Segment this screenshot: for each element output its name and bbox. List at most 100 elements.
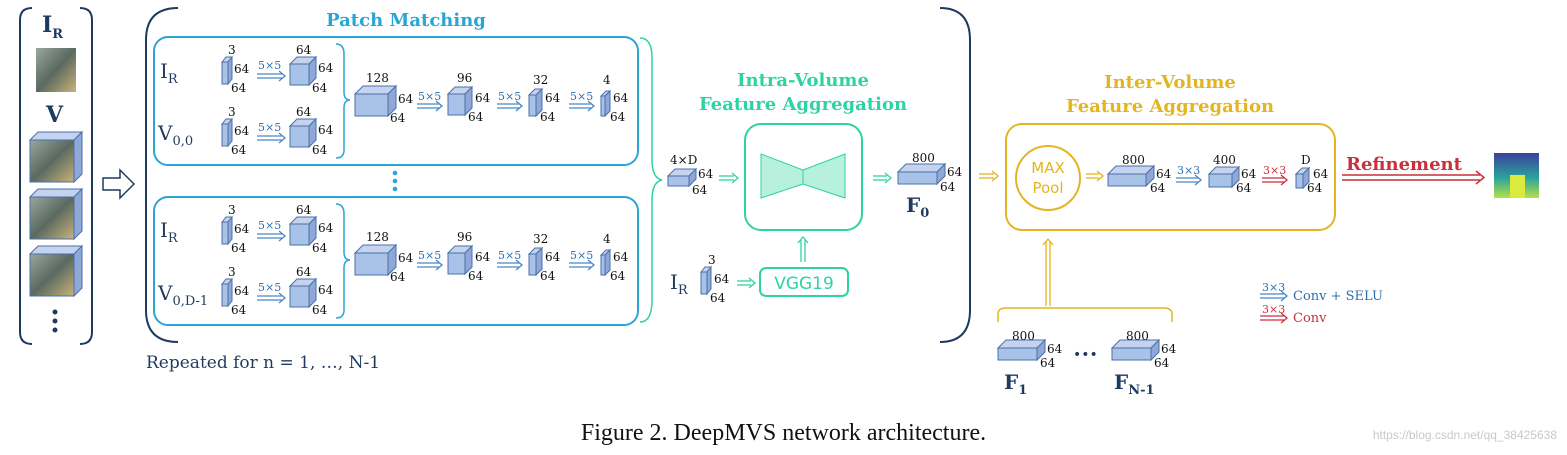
channel-label: 64 [1241,167,1257,181]
channel-label: 64 [234,62,250,76]
channel-label: 64 [398,92,414,106]
dim-label: 800 [1122,153,1145,167]
intra-title-line1: Intra-Volume [737,70,869,91]
dim-label: 128 [366,71,389,85]
feature-block-128 [353,84,398,118]
feature-block-128 [353,243,398,277]
dim-label: 32 [533,73,548,87]
patch-matching-title: Patch Matching [326,10,486,31]
dim-label: 32 [533,232,548,246]
dim-label: 800 [1126,329,1149,343]
thin-input-block [699,265,713,296]
channel-label: 64 [231,303,247,317]
row-label-v00: V0,0 [157,121,193,149]
volume-image [28,244,84,298]
conv-arrow-icon [1262,174,1289,186]
watermark: https://blog.csdn.net/qq_38425638 [1372,428,1557,442]
channel-label: 3 [228,203,236,217]
channel-label: 64 [545,250,561,264]
channel-label: 64 [692,183,708,197]
conv-arrow-icon [417,100,444,112]
channel-label: 64 [613,91,629,105]
kernel-label: 5×5 [498,90,521,103]
cube-block [288,117,318,149]
channel-label: 64 [318,283,334,297]
channel-label: 64 [1313,167,1329,181]
dim-label: 96 [457,71,472,85]
channel-label: 64 [940,180,956,194]
svg-text:VGG19: VGG19 [774,274,834,294]
feature-block-96 [446,244,474,276]
kernel-label: 5×5 [258,59,281,72]
channel-label: 64 [318,221,334,235]
dim-label: 4 [603,232,611,246]
conv-arrow-icon [1260,312,1289,324]
conv-arrow-icon [257,292,287,304]
intra-input-block [666,167,698,188]
channel-label: 3 [708,253,716,267]
fn-block [1110,338,1161,362]
legend-conv: Conv [1293,311,1327,326]
aggregation-box [744,123,863,231]
channel-label: 64 [231,143,247,157]
channel-label: 64 [468,269,484,283]
volume-stack [28,130,84,298]
patch-matching-upper-box [153,36,639,166]
merge-brace [639,37,663,323]
channel-label: 64 [318,61,334,75]
channel-label: 3 [228,43,236,57]
encoder-decoder-icon [802,153,846,199]
thin-input-block [220,277,234,308]
f1-block [996,338,1047,362]
kernel-label: 5×5 [570,249,593,262]
channel-label: 64 [545,91,561,105]
inter-title-line2: Feature Aggregation [1066,96,1274,117]
dim-label: 96 [457,230,472,244]
kernel-label: 5×5 [570,90,593,103]
dim-label: 800 [1012,329,1035,343]
conv-arrow-icon [569,259,596,271]
input-v-label: V [45,102,64,128]
channel-label: 64 [1236,181,1252,195]
cube-block [288,55,318,87]
channel-label: 64 [468,110,484,124]
kernel-label: 5×5 [418,249,441,262]
channel-label: 64 [540,269,556,283]
channel-label: 64 [296,203,312,217]
legend-kernel: 3×3 [1262,303,1285,316]
dim-label: D [1301,153,1311,167]
channel-label: 64 [318,123,334,137]
channel-label: 64 [710,291,726,305]
conv-arrow-icon [497,259,524,271]
feature-block-4 [599,89,612,118]
feature-block-4 [599,248,612,277]
channel-label: 64 [1161,342,1177,356]
kernel-label: 5×5 [498,249,521,262]
channel-label: 64 [296,43,312,57]
ellipsis-dots: ••• [1073,347,1098,363]
arrow-right-icon [719,172,740,184]
channel-label: 64 [312,303,328,317]
input-ir-label: IR [42,12,63,42]
conv-arrow-icon [257,70,287,82]
inter-block-d [1294,166,1311,190]
inter-block-400 [1207,165,1241,189]
inter-block-800 [1106,164,1156,188]
channel-label: 64 [234,284,250,298]
f0-block [896,162,947,186]
legend-kernel: 3×3 [1262,281,1285,294]
feature-block-96 [446,85,474,117]
input-arrow-icon [102,168,136,200]
dim-label: 128 [366,230,389,244]
merge-brace [335,203,351,319]
channel-label: 64 [613,250,629,264]
kernel-label: 3×3 [1263,164,1286,177]
arrow-right-icon [737,277,757,289]
arrow-right-icon [873,172,893,184]
channel-label: 64 [1156,167,1172,181]
arrow-right-icon [979,170,1000,182]
conv-arrow-icon [497,100,524,112]
row-label-ir: IR [160,218,179,246]
conv-arrow-icon [1176,174,1203,186]
vgg-box: VGG19 [759,267,849,297]
